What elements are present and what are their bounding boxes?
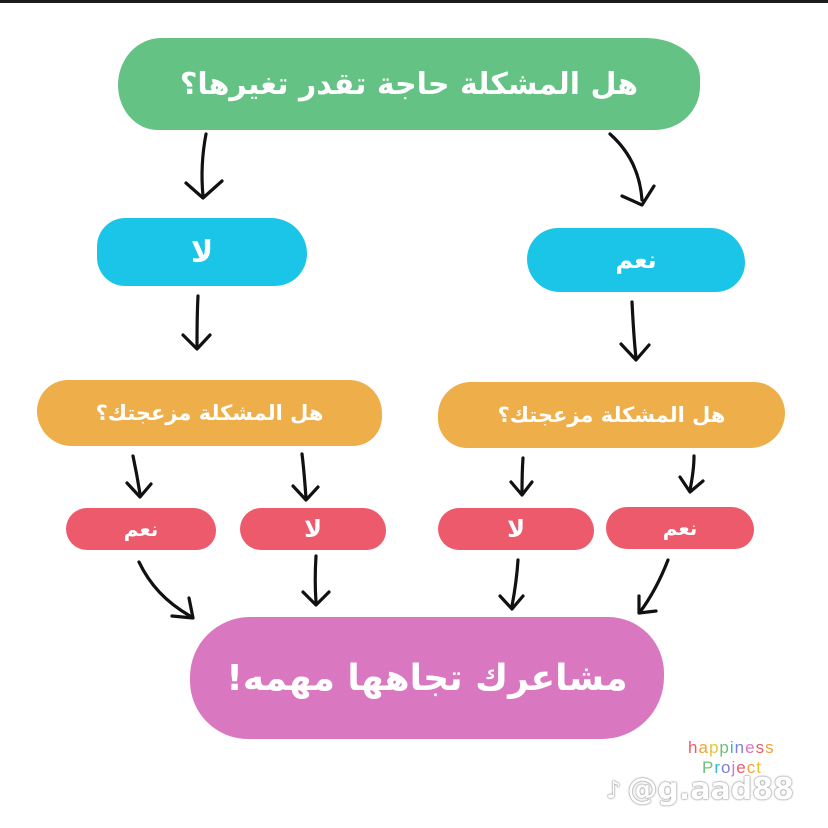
arrow-right-question-to-yes [678, 454, 705, 494]
left-branch-no: لا [240, 508, 386, 550]
left-branch-no-text: لا [304, 515, 322, 543]
happiness-project-logo: happiness Project [688, 738, 810, 786]
tiktok-note-icon: ♪ [606, 775, 622, 804]
answer-no-text: لا [190, 234, 214, 270]
main-question: هل المشكلة حاجة تقدر تغيرها؟ [118, 38, 700, 130]
arrow-left-question-to-yes [125, 454, 153, 499]
arrow-left-no-to-result [301, 554, 331, 607]
answer-no: لا [97, 218, 307, 286]
right-branch-yes: نعم [606, 507, 754, 549]
right-branch-no: لا [438, 508, 594, 550]
left-branch-yes-text: نعم [123, 517, 159, 541]
right-branch-no-text: لا [507, 515, 525, 543]
tiktok-watermark: ♪ @g.aad88 [606, 772, 794, 807]
logo-line-1: happiness [688, 738, 775, 757]
answer-yes-text: نعم [615, 246, 657, 274]
arrow-main-to-no [184, 132, 224, 200]
arrow-no-to-left-question [181, 294, 212, 351]
arrow-left-yes-to-result [137, 560, 195, 620]
arrow-right-no-to-result [498, 558, 525, 611]
answer-yes: نعم [527, 228, 745, 292]
arrow-yes-to-right-question [619, 300, 651, 362]
right-sub-question-text: هل المشكلة مزعجتك؟ [497, 403, 726, 427]
left-sub-question-text: هل المشكلة مزعجتك؟ [95, 401, 324, 425]
tiktok-handle: @g.aad88 [627, 772, 794, 807]
result-text: مشاعرك تجاهها مهمه! [226, 657, 628, 699]
arrow-left-question-to-no [291, 452, 320, 502]
right-sub-question: هل المشكلة مزعجتك؟ [438, 382, 785, 448]
arrow-main-to-yes [608, 132, 656, 207]
right-branch-yes-text: نعم [662, 516, 698, 540]
left-branch-yes: نعم [66, 508, 216, 550]
left-sub-question: هل المشكلة مزعجتك؟ [37, 380, 382, 446]
result-box: مشاعرك تجاهها مهمه! [190, 617, 664, 739]
top-border-line [0, 0, 828, 3]
arrow-right-question-to-no [509, 456, 534, 497]
arrow-right-yes-to-result [637, 558, 670, 615]
logo-line-2: Project [702, 758, 762, 777]
main-question-text: هل المشكلة حاجة تقدر تغيرها؟ [179, 66, 639, 102]
